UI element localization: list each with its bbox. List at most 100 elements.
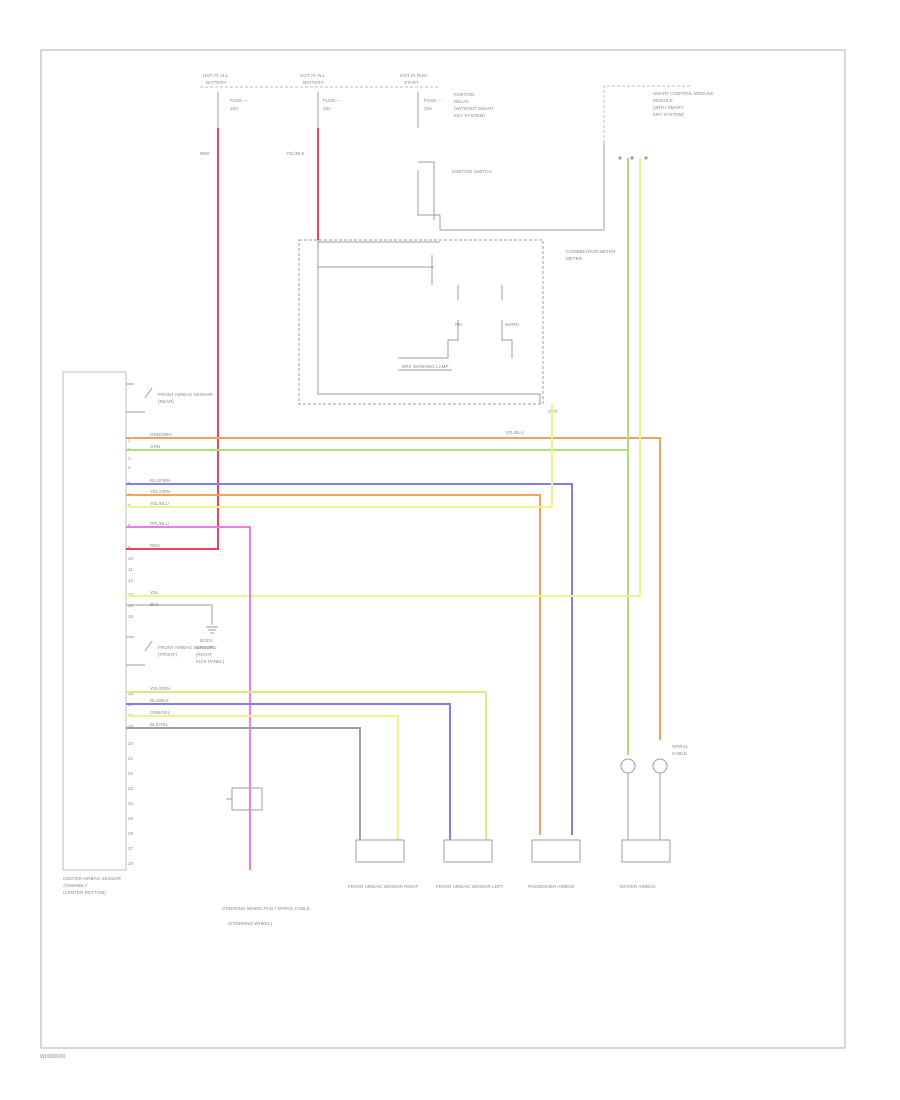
wire-pink (126, 526, 251, 870)
svg-text:(RIGHT: (RIGHT (196, 652, 212, 657)
combination-meter-box (298, 239, 544, 405)
front-sensor-switch-1 (126, 383, 153, 413)
svg-text:8: 8 (128, 523, 131, 528)
srs-warning-label: SRS WARNING LAMP (402, 364, 449, 369)
fuse-2-name: FUSE --- (323, 98, 342, 103)
svg-text:28: 28 (128, 861, 134, 866)
front-sensor-2-label: FRONT AIRBAG SENSOR (158, 645, 213, 650)
svg-text:WARN: WARN (505, 322, 519, 327)
ignition-switch-label: IGNITION SWITCH (452, 169, 492, 174)
svg-text:9: 9 (128, 545, 131, 550)
fuse-1-name: FUSE --- (230, 98, 249, 103)
svg-text:BLU/ORN: BLU/ORN (150, 478, 170, 483)
fuse-1-top: HOT AT ALL (203, 73, 229, 78)
svg-text:19: 19 (128, 724, 134, 729)
svg-text:GRN/ORN: GRN/ORN (150, 432, 172, 437)
svg-text:22: 22 (128, 771, 134, 776)
svg-text:GRN: GRN (150, 444, 160, 449)
module-label: SMART CONTROL MODULE (653, 91, 713, 96)
svg-text:(FRONT): (FRONT) (158, 652, 177, 657)
svg-text:(CENTER BOTTOM): (CENTER BOTTOM) (63, 890, 106, 895)
svg-text:BLK/YEL: BLK/YEL (150, 722, 169, 727)
svg-text:METER: METER (566, 256, 583, 261)
svg-text:(STEERING WHEEL): (STEERING WHEEL) (228, 921, 273, 926)
wire-yellowgreen-low (126, 691, 487, 840)
svg-text:KEY SYSTEM): KEY SYSTEM) (454, 113, 485, 118)
svg-text:YEL: YEL (150, 590, 159, 595)
svg-text:26: 26 (128, 831, 134, 836)
svg-text:(WITH SMART: (WITH SMART (653, 105, 684, 110)
wire-labels: GRN/ORN GRN BLU/ORN YEL/ORN YEL/BLU PPL/… (150, 151, 306, 727)
wires (126, 128, 661, 870)
svg-text:(WITHOUT SMART: (WITHOUT SMART (454, 106, 494, 111)
smart-control-module: SMART CONTROL MODULE MODULE (WITH SMART … (603, 85, 713, 160)
meter-internal-wiring (217, 92, 605, 404)
front-sensor-1-label: FRONT AIRBAG SENSOR (158, 392, 213, 397)
svg-text:7: 7 (128, 503, 131, 508)
fuse-1-sub: BATTERY (206, 80, 227, 85)
front-sensor-switch-2 (126, 636, 153, 666)
svg-text:16: 16 (128, 691, 134, 696)
wire-yellow-low (126, 715, 399, 840)
svg-text:15: 15 (128, 614, 134, 619)
svg-text:MODULE: MODULE (653, 98, 673, 103)
fuse-2-rating: 15A (323, 106, 332, 111)
svg-text:PPL/BLU: PPL/BLU (150, 521, 169, 526)
center-airbag-sensor-box (62, 371, 127, 871)
fuse-3-rating: 10A (424, 106, 433, 111)
svg-text:1: 1 (128, 438, 131, 443)
wire-blue (126, 483, 573, 835)
svg-text:24: 24 (128, 801, 134, 806)
combination-meter-label: COMBINATION METER (566, 249, 616, 254)
wire-blue-low (126, 703, 451, 840)
svg-text:RED: RED (200, 151, 210, 156)
bottom-label-1: STEERING WHEEL PAD / SPIRAL CABLE (222, 906, 310, 911)
center-sensor-label: CENTER AIRBAG SENSOR (63, 876, 122, 881)
spiral-cable (226, 787, 263, 811)
svg-text:KICK PANEL): KICK PANEL) (196, 659, 225, 664)
fuse-2-sub: BATTERY (303, 80, 324, 85)
svg-text:BODY: BODY (200, 638, 213, 643)
driver-squibs (620, 758, 668, 840)
svg-text:(REAR): (REAR) (158, 399, 174, 404)
svg-text:21: 21 (128, 756, 134, 761)
svg-text:YEL/ORN: YEL/ORN (150, 489, 170, 494)
svg-text:10: 10 (128, 556, 134, 561)
svg-text:11: 11 (128, 567, 133, 572)
fuse-2-top: HOT AT ALL (300, 73, 326, 78)
wire-orange-2 (126, 494, 541, 835)
bottom-label-3: FRONT AIRBAG SENSOR LEFT (436, 884, 503, 889)
wire-orange (126, 437, 661, 740)
ig-label-1: IGNITION (454, 92, 474, 97)
svg-text:3: 3 (128, 456, 131, 461)
bottom-label-5: DRIVER AIRBAG (620, 884, 656, 889)
svg-text:ASSEMBLY: ASSEMBLY (63, 883, 87, 888)
svg-text:YEL/BLU: YEL/BLU (505, 430, 524, 435)
svg-text:YEL/BLU: YEL/BLU (150, 501, 169, 506)
svg-text:RED: RED (150, 543, 160, 548)
wire-yellow (126, 404, 553, 508)
svg-text:SPIRAL: SPIRAL (672, 744, 689, 749)
bottom-label-2: FRONT AIRBAG SENSOR RIGHT (348, 884, 419, 889)
svg-text:27: 27 (128, 846, 134, 851)
fuse-block: HOT AT ALL BATTERY FUSE --- 15A HOT AT A… (200, 73, 443, 111)
bottom-label-4: PASSENGER AIRBAG (528, 884, 575, 889)
ground-symbol (126, 604, 218, 634)
wire-yellow-smart (126, 158, 641, 597)
svg-text:BLK: BLK (150, 602, 160, 607)
bottom-connectors (355, 839, 671, 863)
fuse-3-top: HOT IN RUN (400, 73, 427, 78)
svg-text:BLU/BLK: BLU/BLK (150, 698, 170, 703)
svg-text:12: 12 (128, 578, 134, 583)
svg-text:CABLE: CABLE (672, 751, 687, 756)
svg-text:RH: RH (455, 322, 462, 327)
svg-text:23: 23 (128, 786, 134, 791)
svg-text:13: 13 (128, 592, 134, 597)
svg-text:GRN/YEL: GRN/YEL (150, 710, 171, 715)
fuse-1-rating: 15A (230, 106, 239, 111)
wire-grey-low (126, 727, 361, 840)
svg-text:4: 4 (128, 465, 131, 470)
svg-text:GROUND: GROUND (196, 645, 217, 650)
